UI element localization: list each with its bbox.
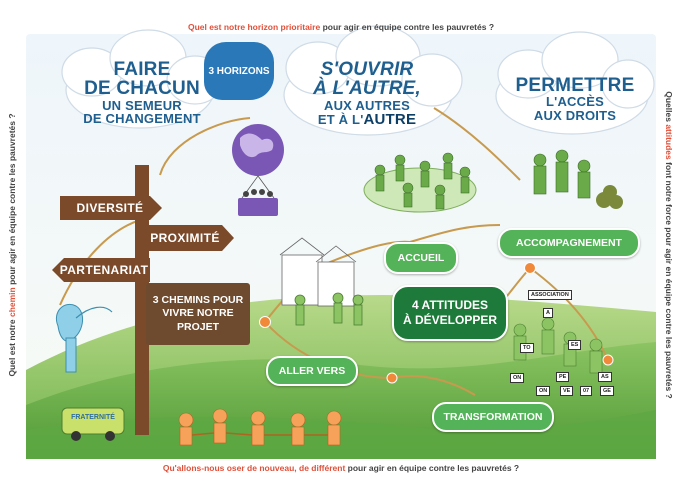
chemins-label: 3 CHEMINS POUR VIVRE NOTRE PROJET xyxy=(146,283,250,345)
cloud-2 xyxy=(283,25,463,136)
village-aller-vers xyxy=(279,237,364,326)
right-question-start: Quelles xyxy=(664,91,674,125)
path-line-9 xyxy=(59,219,141,306)
horizon-2: S'OUVRIR À L'AUTRE, AUX AUTRES ET À L'AU… xyxy=(292,60,442,127)
protest-sign-mid: A xyxy=(543,308,553,318)
sign-board xyxy=(52,258,150,282)
top-question-rest: pour agir en équipe contre les pauvretés… xyxy=(320,22,495,32)
horizon-1: FAIRE DE CHACUN UN SEMEUR DE CHANGEMENT xyxy=(72,60,212,125)
bottom-question-highlight: Qu'allons-nous oser de nouveau, de diffé… xyxy=(162,463,346,473)
protest-sign: TO xyxy=(520,343,534,353)
path-line-4 xyxy=(433,107,521,181)
path-node xyxy=(259,316,271,328)
right-question-highlight: attitudes xyxy=(664,124,674,160)
attitude-transformation: TRANSFORMATION xyxy=(432,402,554,432)
crowd-accueil xyxy=(363,152,477,213)
horizon-1-title: FAIRE DE CHACUN xyxy=(84,59,200,100)
horizon-2-emphasis: AUTRE xyxy=(363,111,417,128)
left-question: Quel est notre chemin pour agir en équip… xyxy=(7,113,17,376)
cloud-3 xyxy=(495,31,655,135)
horizons-badge: 3 HORIZONS xyxy=(204,42,274,100)
horizon-3-subtitle: L'ACCÈS AUX DROITS xyxy=(533,94,617,123)
horizon-3: PERMETTRE L'ACCÈS AUX DROITS xyxy=(505,76,645,122)
right-question: Quelles attitudes font notre force pour … xyxy=(664,91,674,399)
children-chain xyxy=(178,408,342,446)
sign-diversite: DIVERSITÉ xyxy=(76,201,144,215)
protest-sign: ON xyxy=(510,373,525,383)
cloud-1 xyxy=(61,29,224,129)
protest-sign: ON xyxy=(536,386,551,396)
horizon-2-title: S'OUVRIR À L'AUTRE, xyxy=(313,59,421,100)
path-node xyxy=(524,262,536,274)
sign-partenariat: PARTENARIAT xyxy=(59,263,149,277)
top-question: Quel est notre horizon prioritaire pour … xyxy=(0,22,682,32)
left-question-start: Quel est notre xyxy=(7,317,17,377)
globe-balloon xyxy=(232,124,284,216)
protest-sign: GE xyxy=(600,386,614,396)
attitudes-label: 4 ATTITUDES À DÉVELOPPER xyxy=(392,285,508,341)
bus-label: FRATERNITÉ xyxy=(71,414,115,421)
sign-board xyxy=(60,196,162,220)
attitude-accueil: ACCUEIL xyxy=(384,242,458,274)
horizon-2-subtitle: AUX AUTRES ET À L' xyxy=(317,97,411,127)
protest-sign: ES xyxy=(568,340,582,350)
path-node xyxy=(386,372,398,384)
path-nodes xyxy=(259,262,614,384)
attitude-aller-vers: ALLER VERS xyxy=(266,356,358,386)
path-line-1 xyxy=(159,117,251,176)
protest-sign-top: ASSOCIATION xyxy=(528,290,572,300)
horizon-3-title: PERMETTRE xyxy=(515,75,635,96)
path-node xyxy=(602,354,614,366)
bottom-question-rest: pour agir en équipe contre les pauvretés… xyxy=(345,463,520,473)
sign-proximite: PROXIMITÉ xyxy=(150,231,220,245)
protest-sign: 07 xyxy=(580,386,593,396)
right-question-rest: font notre force pour agir en équipe con… xyxy=(664,159,674,399)
path-line-6 xyxy=(391,375,476,396)
horizon-1-subtitle: UN SEMEUR DE CHANGEMENT xyxy=(83,97,201,126)
people-accompagnement xyxy=(533,149,623,209)
bottom-question: Qu'allons-nous oser de nouveau, de diffé… xyxy=(0,463,682,473)
left-question-rest: pour agir en équipe contre les pauvretés… xyxy=(7,113,17,288)
protest-sign: VE xyxy=(560,386,574,396)
protest-sign: AS xyxy=(598,372,612,382)
people-transformation xyxy=(513,317,603,374)
left-question-highlight: chemin xyxy=(7,287,17,318)
attitude-accompagnement: ACCOMPAGNEMENT xyxy=(498,228,640,258)
bus xyxy=(61,407,125,441)
top-question-highlight: Quel est notre horizon prioritaire xyxy=(187,22,321,32)
protest-sign: PE xyxy=(556,372,570,382)
sower-figure xyxy=(56,304,113,373)
signpost xyxy=(52,165,234,435)
path-line-3 xyxy=(409,224,501,243)
sign-board xyxy=(140,225,234,251)
